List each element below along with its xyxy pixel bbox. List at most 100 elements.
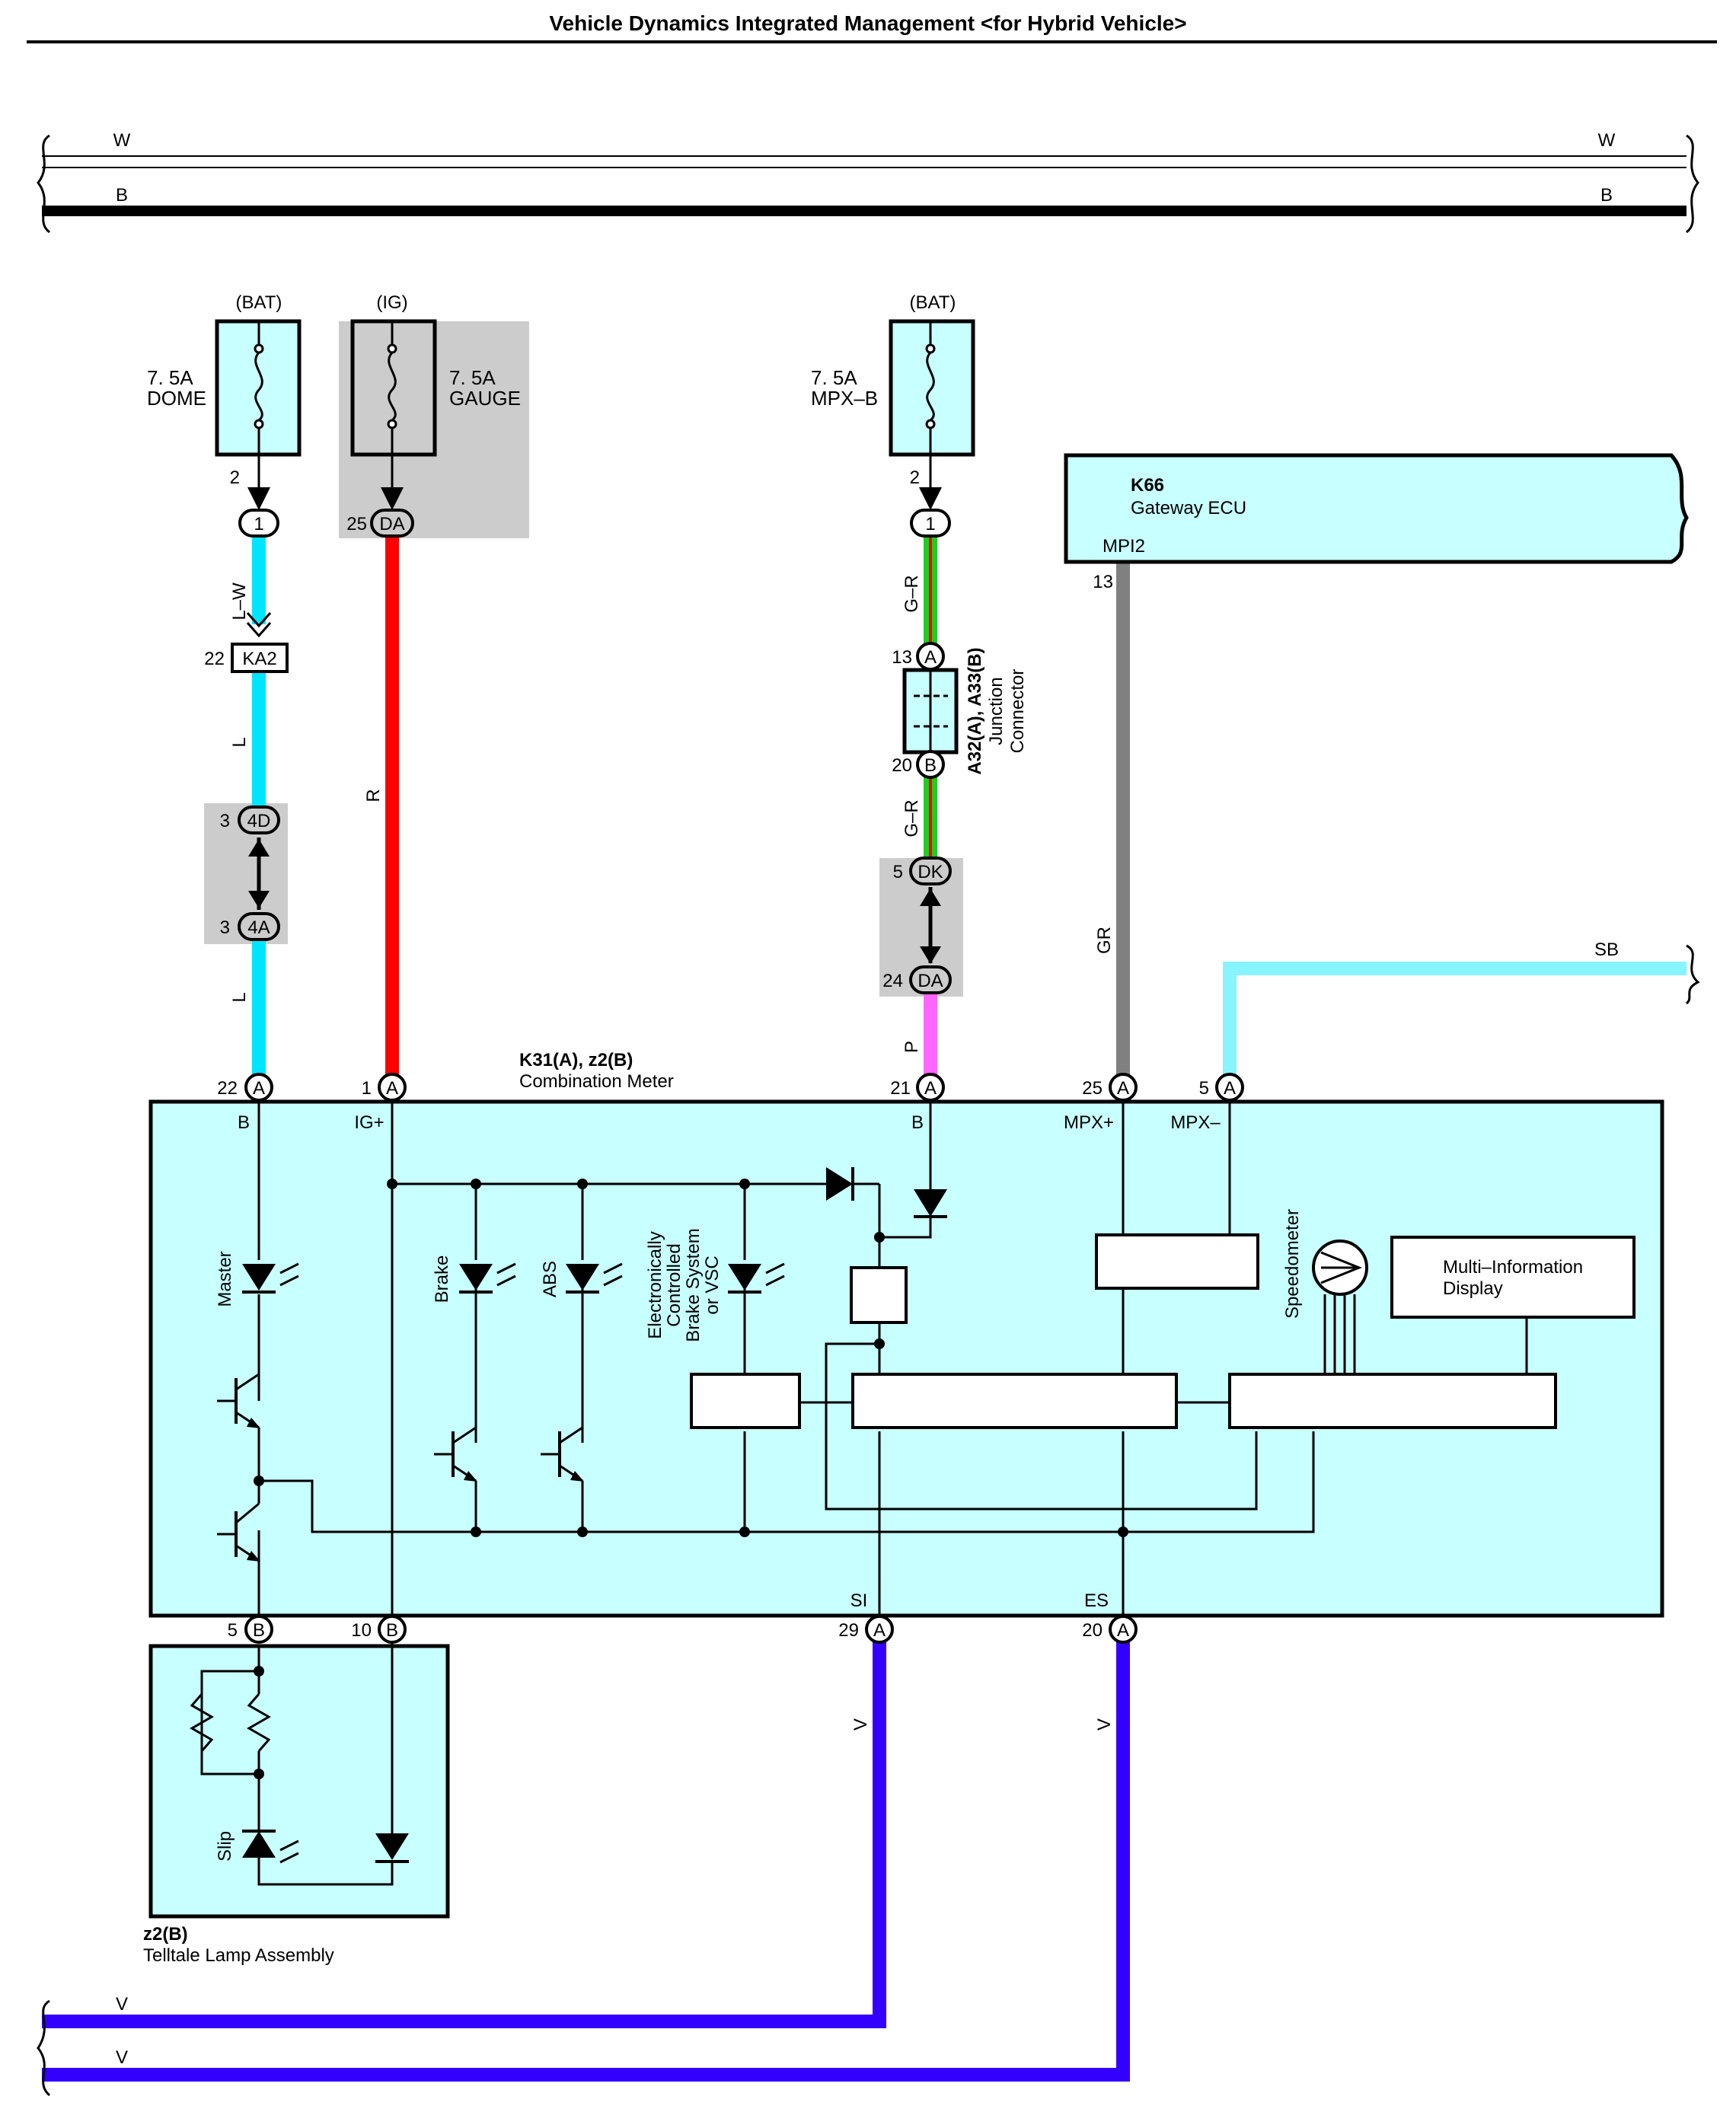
transistor-brake xyxy=(434,1426,477,1492)
block-mpx xyxy=(1095,1233,1259,1290)
meter-code: K31(A), z2(B) xyxy=(519,1050,633,1070)
fuse-dome: (BAT) 7. 5A DOME 2 1 xyxy=(147,292,302,538)
connector-da-pin: 24 xyxy=(882,971,903,991)
meter-pin-29: A 29 SI xyxy=(838,1590,894,1644)
wire-label-l2: L xyxy=(229,992,250,1002)
fuse-dome-pin: 2 xyxy=(230,467,240,488)
svg-text:A: A xyxy=(1224,1078,1236,1099)
meter-internal-lines xyxy=(254,1102,1528,1616)
gateway-ecu: K66 Gateway ECU MPI2 13 xyxy=(1064,453,1689,592)
meter-name: Combination Meter xyxy=(519,1071,674,1092)
gateway-name: Gateway ECU xyxy=(1131,498,1246,518)
wire-label-v1: V xyxy=(850,1718,871,1731)
svg-text:A: A xyxy=(253,1078,265,1099)
svg-text:B: B xyxy=(253,1620,265,1641)
fuse-dome-source: (BAT) xyxy=(236,292,282,313)
connector-dk-da: DK 5 DA 24 xyxy=(882,857,952,994)
lamp-ecb-label-3: Brake System xyxy=(683,1228,704,1342)
meter-pin-b5: B 5 xyxy=(228,1615,273,1644)
junction-connector: A 13 B 20 A32(A), A33(B) Junction Connec… xyxy=(892,642,1028,779)
block-relay xyxy=(850,1266,908,1324)
fuse-dome-rating: 7. 5A xyxy=(147,366,193,389)
telltale-assembly: Slip z2(B) Telltale Lamp Assembly xyxy=(143,1643,450,1966)
meter-pin-b10: B 10 xyxy=(351,1615,407,1644)
bus-b-label-left: B xyxy=(116,185,128,206)
lamp-brake: Brake xyxy=(432,1255,516,1303)
connector-da-label: DA xyxy=(917,971,943,991)
svg-text:A: A xyxy=(386,1078,398,1099)
bus-b-label-right: B xyxy=(1600,185,1613,206)
wire-label-v2: V xyxy=(1094,1718,1115,1731)
junction-code: A32(A), A33(B) xyxy=(965,647,985,774)
meter-pin-22: A 22 B xyxy=(217,1073,273,1133)
svg-text:SI: SI xyxy=(850,1590,868,1611)
connector-ka2-pin: 22 xyxy=(204,649,225,669)
junction-line2: Connector xyxy=(1007,669,1028,754)
connector-dk-pin: 5 xyxy=(893,862,903,882)
svg-text:ES: ES xyxy=(1084,1590,1109,1611)
svg-text:B: B xyxy=(238,1112,250,1133)
wire-label-p: P xyxy=(902,1041,922,1053)
fuse-gauge: (IG) 7. 5A GAUGE 25 DA xyxy=(346,292,521,538)
svg-text:20: 20 xyxy=(1082,1620,1103,1641)
svg-text:25: 25 xyxy=(1082,1078,1103,1099)
meter-pin-1: A 1 IG+ xyxy=(354,1073,407,1133)
fuse-mpxb-source: (BAT) xyxy=(910,292,956,313)
transistor-master-2 xyxy=(217,1447,260,1616)
connector-4d-label: 4D xyxy=(247,811,271,831)
svg-text:A: A xyxy=(924,1078,937,1099)
fuse-gauge-rating: 7. 5A xyxy=(449,366,496,389)
connector-ka2-label: KA2 xyxy=(242,649,276,669)
wires xyxy=(37,533,1700,2097)
lamp-brake-label: Brake xyxy=(432,1255,452,1303)
wire-label-lw: L–W xyxy=(229,582,250,621)
connector-4d-4a: 4D 3 4A 3 xyxy=(220,806,280,941)
wire-label-sb: SB xyxy=(1594,940,1619,960)
lamp-ecb-label-2: Controlled xyxy=(664,1243,685,1326)
lamp-abs: ABS xyxy=(540,1261,623,1297)
junction-b-pin: 20 xyxy=(892,755,912,776)
block-mid xyxy=(1390,1236,1635,1319)
wire-label-gray: GR xyxy=(1094,927,1115,954)
junction-line1: Junction xyxy=(986,677,1007,745)
fuse-gauge-name: GAUGE xyxy=(449,387,521,410)
svg-text:5: 5 xyxy=(228,1620,238,1641)
transistor-master-1 xyxy=(217,1373,260,1447)
fuse-dome-name: DOME xyxy=(147,387,206,410)
lamp-ecb-label-4: or VSC xyxy=(702,1255,723,1314)
junction-b-label: B xyxy=(924,755,937,776)
connector-4a-label: 4A xyxy=(247,917,270,938)
gateway-terminal: MPI2 xyxy=(1103,536,1145,557)
diode-top xyxy=(826,1167,854,1201)
junction-a-label: A xyxy=(924,647,937,668)
connector-4d-pin: 3 xyxy=(220,811,230,831)
fuse-mpxb: (BAT) 7. 5A MPX–B 2 1 xyxy=(811,292,975,538)
wire-label-l1: L xyxy=(229,737,250,747)
svg-text:29: 29 xyxy=(838,1620,859,1641)
block-center xyxy=(851,1373,1178,1429)
fuse-mpxb-rating: 7. 5A xyxy=(811,366,857,389)
meter-pin-25: A 25 MPX+ xyxy=(1064,1073,1138,1133)
mid-label-1: Multi–Information xyxy=(1443,1257,1583,1278)
lamp-abs-label: ABS xyxy=(540,1261,560,1297)
svg-text:A: A xyxy=(873,1620,886,1641)
meter-pin-21: A 21 B xyxy=(890,1073,945,1133)
transistor-abs xyxy=(541,1426,584,1492)
svg-text:A: A xyxy=(1117,1078,1129,1099)
lamp-master-label: Master xyxy=(215,1251,235,1306)
svg-text:MPX+: MPX+ xyxy=(1064,1112,1114,1133)
mid-label-2: Display xyxy=(1443,1278,1503,1299)
svg-text:1: 1 xyxy=(362,1078,372,1099)
bus-w-b: W W B B xyxy=(37,130,1699,234)
fuse-mpxb-pin: 2 xyxy=(910,467,920,488)
gateway-code: K66 xyxy=(1131,475,1164,496)
telltale-lamp-label: Slip xyxy=(215,1831,235,1862)
meter-pin-20: A 20 ES xyxy=(1082,1590,1138,1644)
connector-ka2: KA2 22 xyxy=(204,612,289,673)
svg-text:IG+: IG+ xyxy=(354,1112,384,1133)
fuse-gauge-source: (IG) xyxy=(376,292,407,313)
svg-text:B: B xyxy=(911,1112,924,1133)
lamp-ecb: Electronically Controlled Brake System o… xyxy=(645,1228,785,1342)
lamp-master: Master xyxy=(215,1251,299,1307)
